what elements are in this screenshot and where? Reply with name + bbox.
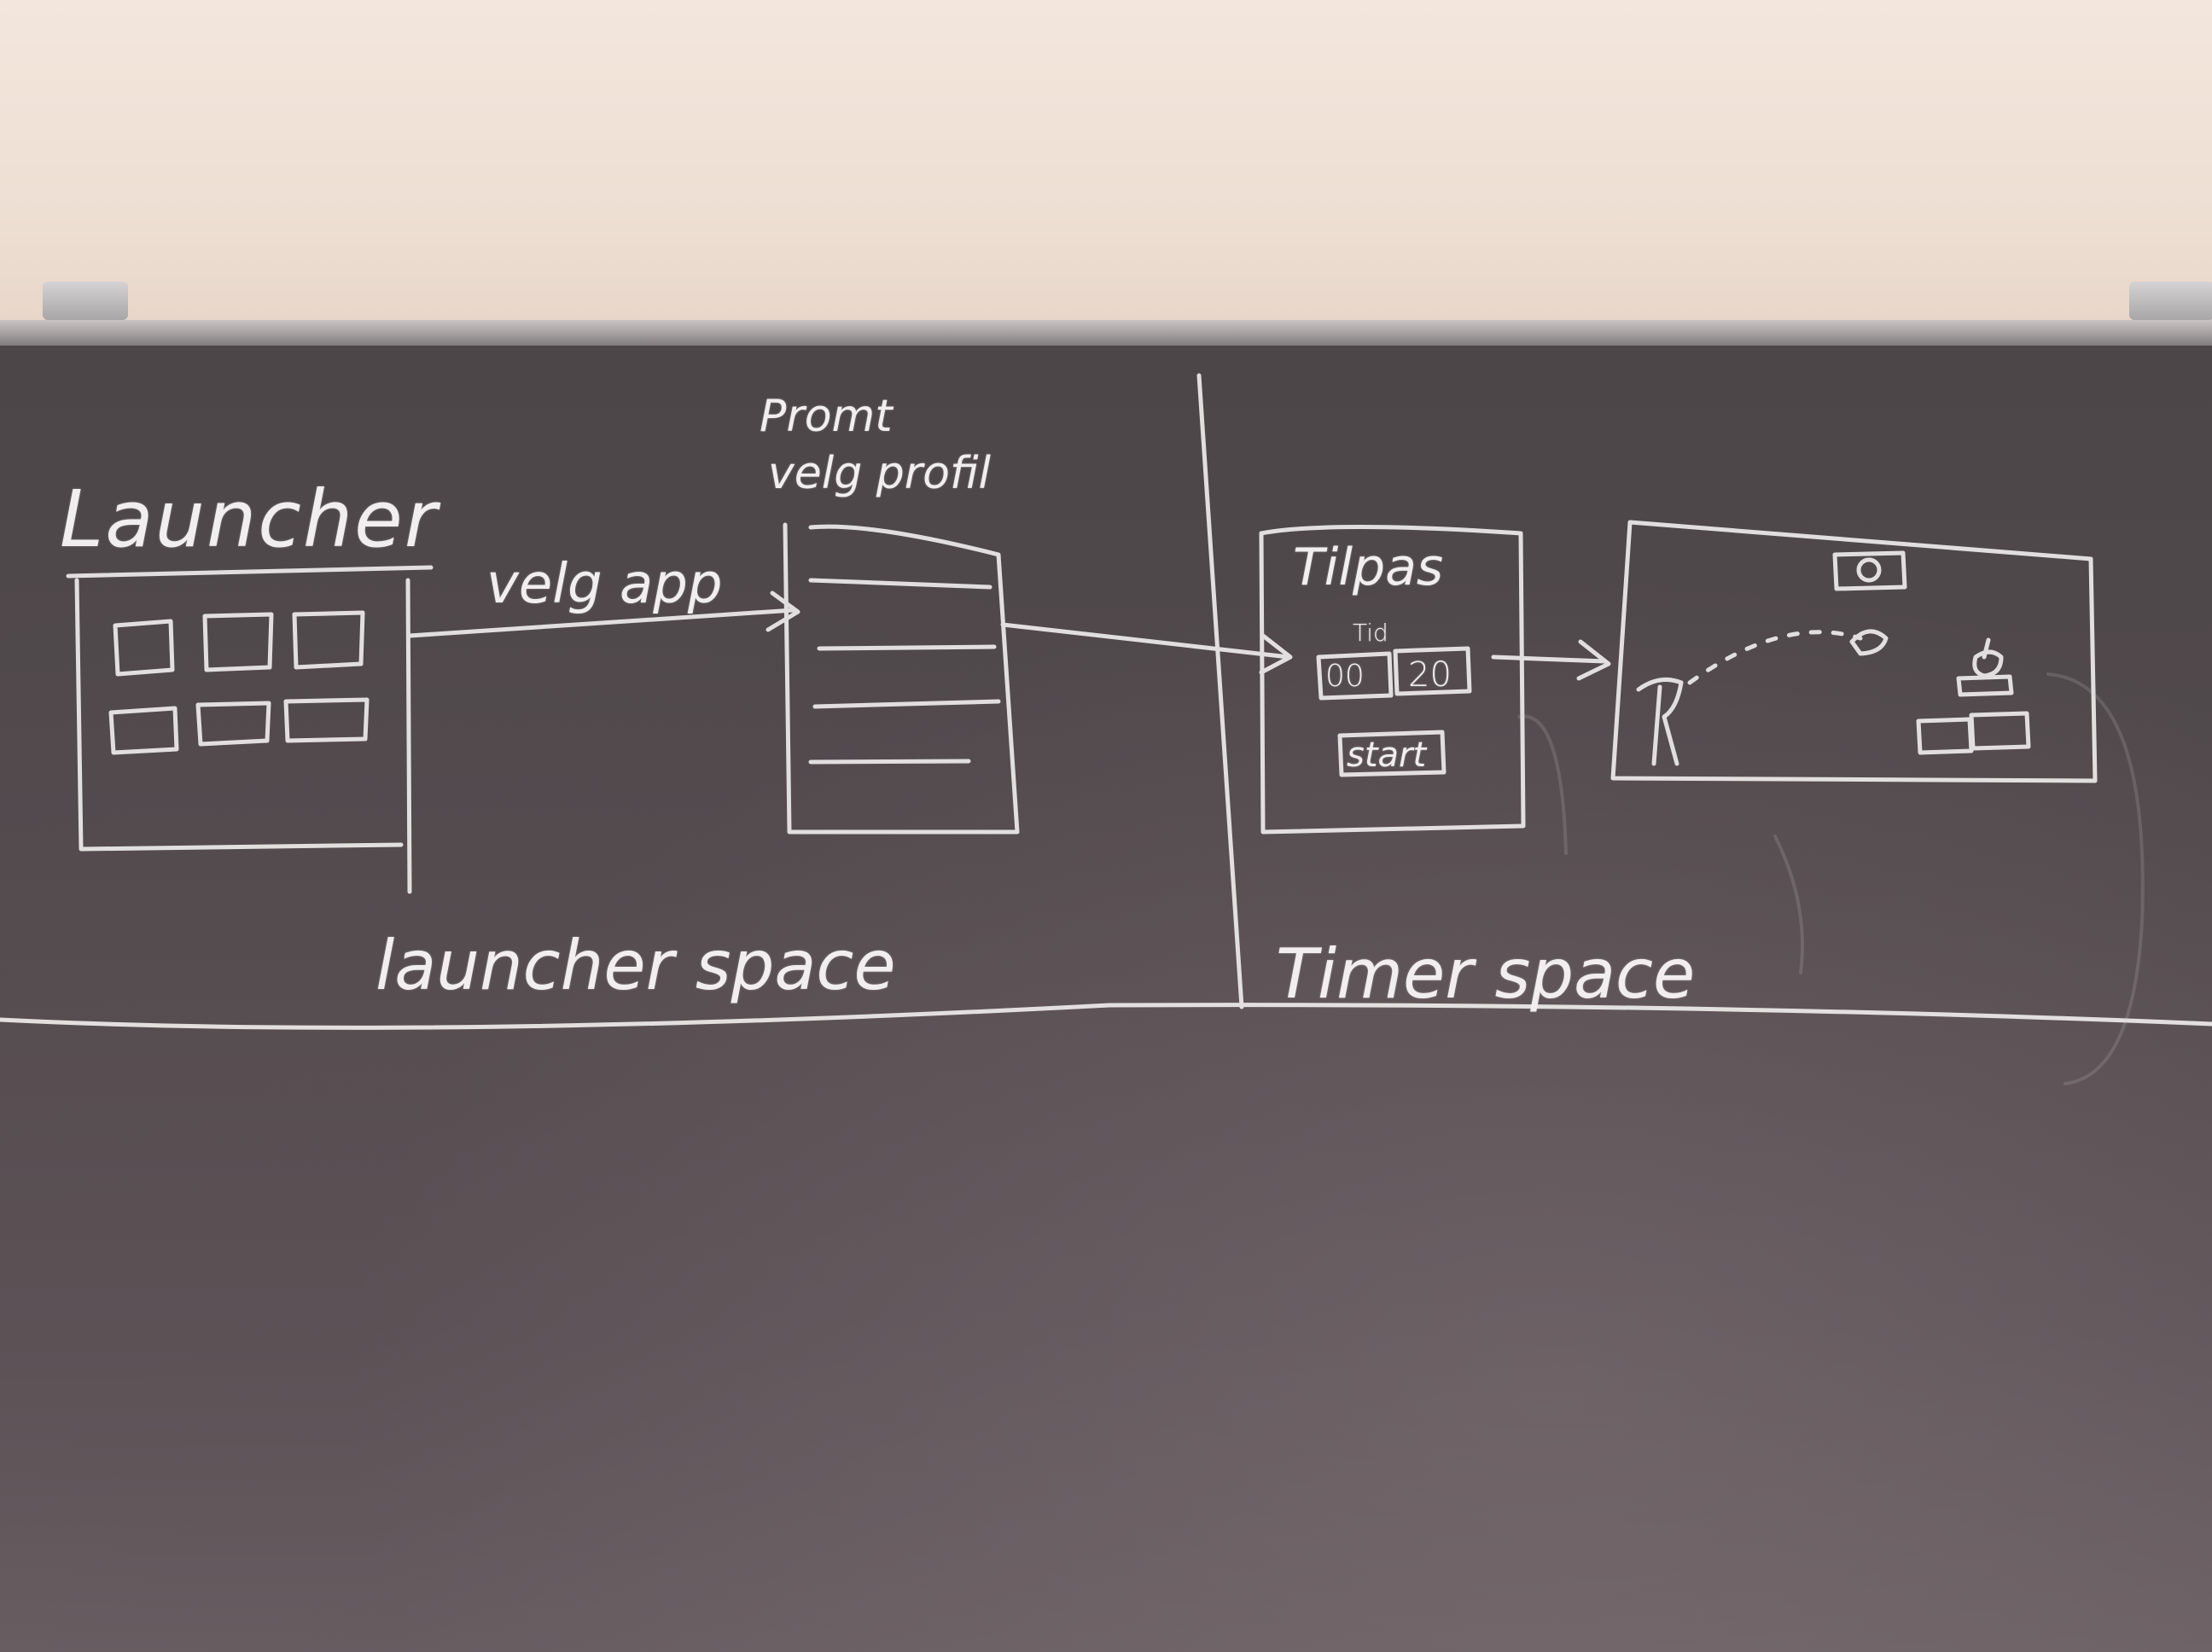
erased-ghost-2 <box>1517 714 1568 855</box>
game-slingshot <box>1636 677 1684 766</box>
game-target-block-left <box>1916 717 1974 755</box>
profile-row-4 <box>808 759 971 765</box>
promt-label: Promt <box>760 391 893 442</box>
launcher-space-label: launcher space <box>375 926 896 1005</box>
launcher-app-icon-6 <box>283 697 370 743</box>
game-bird <box>1849 629 1889 656</box>
start-box <box>1337 730 1447 777</box>
launcher-app-icon-2 <box>202 612 274 672</box>
arrow-to-tilpas <box>1000 622 1293 675</box>
launcher-app-icon-3 <box>292 610 365 670</box>
hours-value: 00 <box>1325 659 1365 694</box>
board-clip-left <box>43 282 128 320</box>
velg-app-label: velg app <box>486 553 723 616</box>
board-clip-right <box>2129 282 2212 320</box>
tilpas-title: Tilpas <box>1293 538 1444 597</box>
erased-ghost-1 <box>2046 672 2145 1085</box>
game-score-icon <box>1856 557 1882 583</box>
profile-row-2 <box>817 644 997 651</box>
space-divider <box>1196 373 1244 1009</box>
profile-list-frame <box>783 522 1020 835</box>
tilpas-screen-frame <box>1259 525 1526 835</box>
minutes-value: 20 <box>1408 655 1452 695</box>
wall <box>0 0 2212 358</box>
erased-ghost-3 <box>1773 835 1804 974</box>
launcher-underline <box>66 565 434 579</box>
hours-box <box>1316 651 1394 701</box>
tid-label: Tid <box>1353 619 1388 647</box>
board-frame-top <box>0 320 2212 346</box>
minutes-box <box>1393 646 1472 696</box>
launcher-app-icon-5 <box>195 701 271 747</box>
game-screen-frame <box>1610 520 2098 783</box>
start-label: start <box>1347 736 1427 775</box>
velg-profil-label: velg profil <box>768 448 991 499</box>
timer-space-label: Timer space <box>1276 934 1696 1014</box>
launcher-screen-frame <box>74 578 412 894</box>
launcher-title: Launcher <box>60 474 439 565</box>
launcher-app-icon-4 <box>108 706 179 755</box>
game-target-pig <box>1972 637 2004 678</box>
game-score-box <box>1832 550 1907 591</box>
profile-row-1 <box>808 578 992 590</box>
arrow-to-game <box>1491 639 1611 681</box>
launcher-app-icon-1 <box>113 619 175 677</box>
game-target-block-top <box>1956 674 2014 697</box>
game-trajectory <box>1687 630 1863 685</box>
game-target-block-right <box>1969 711 2031 751</box>
arrow-velg-app <box>407 590 800 638</box>
bottom-divider <box>0 1003 2212 1030</box>
profile-row-3 <box>812 699 1001 709</box>
